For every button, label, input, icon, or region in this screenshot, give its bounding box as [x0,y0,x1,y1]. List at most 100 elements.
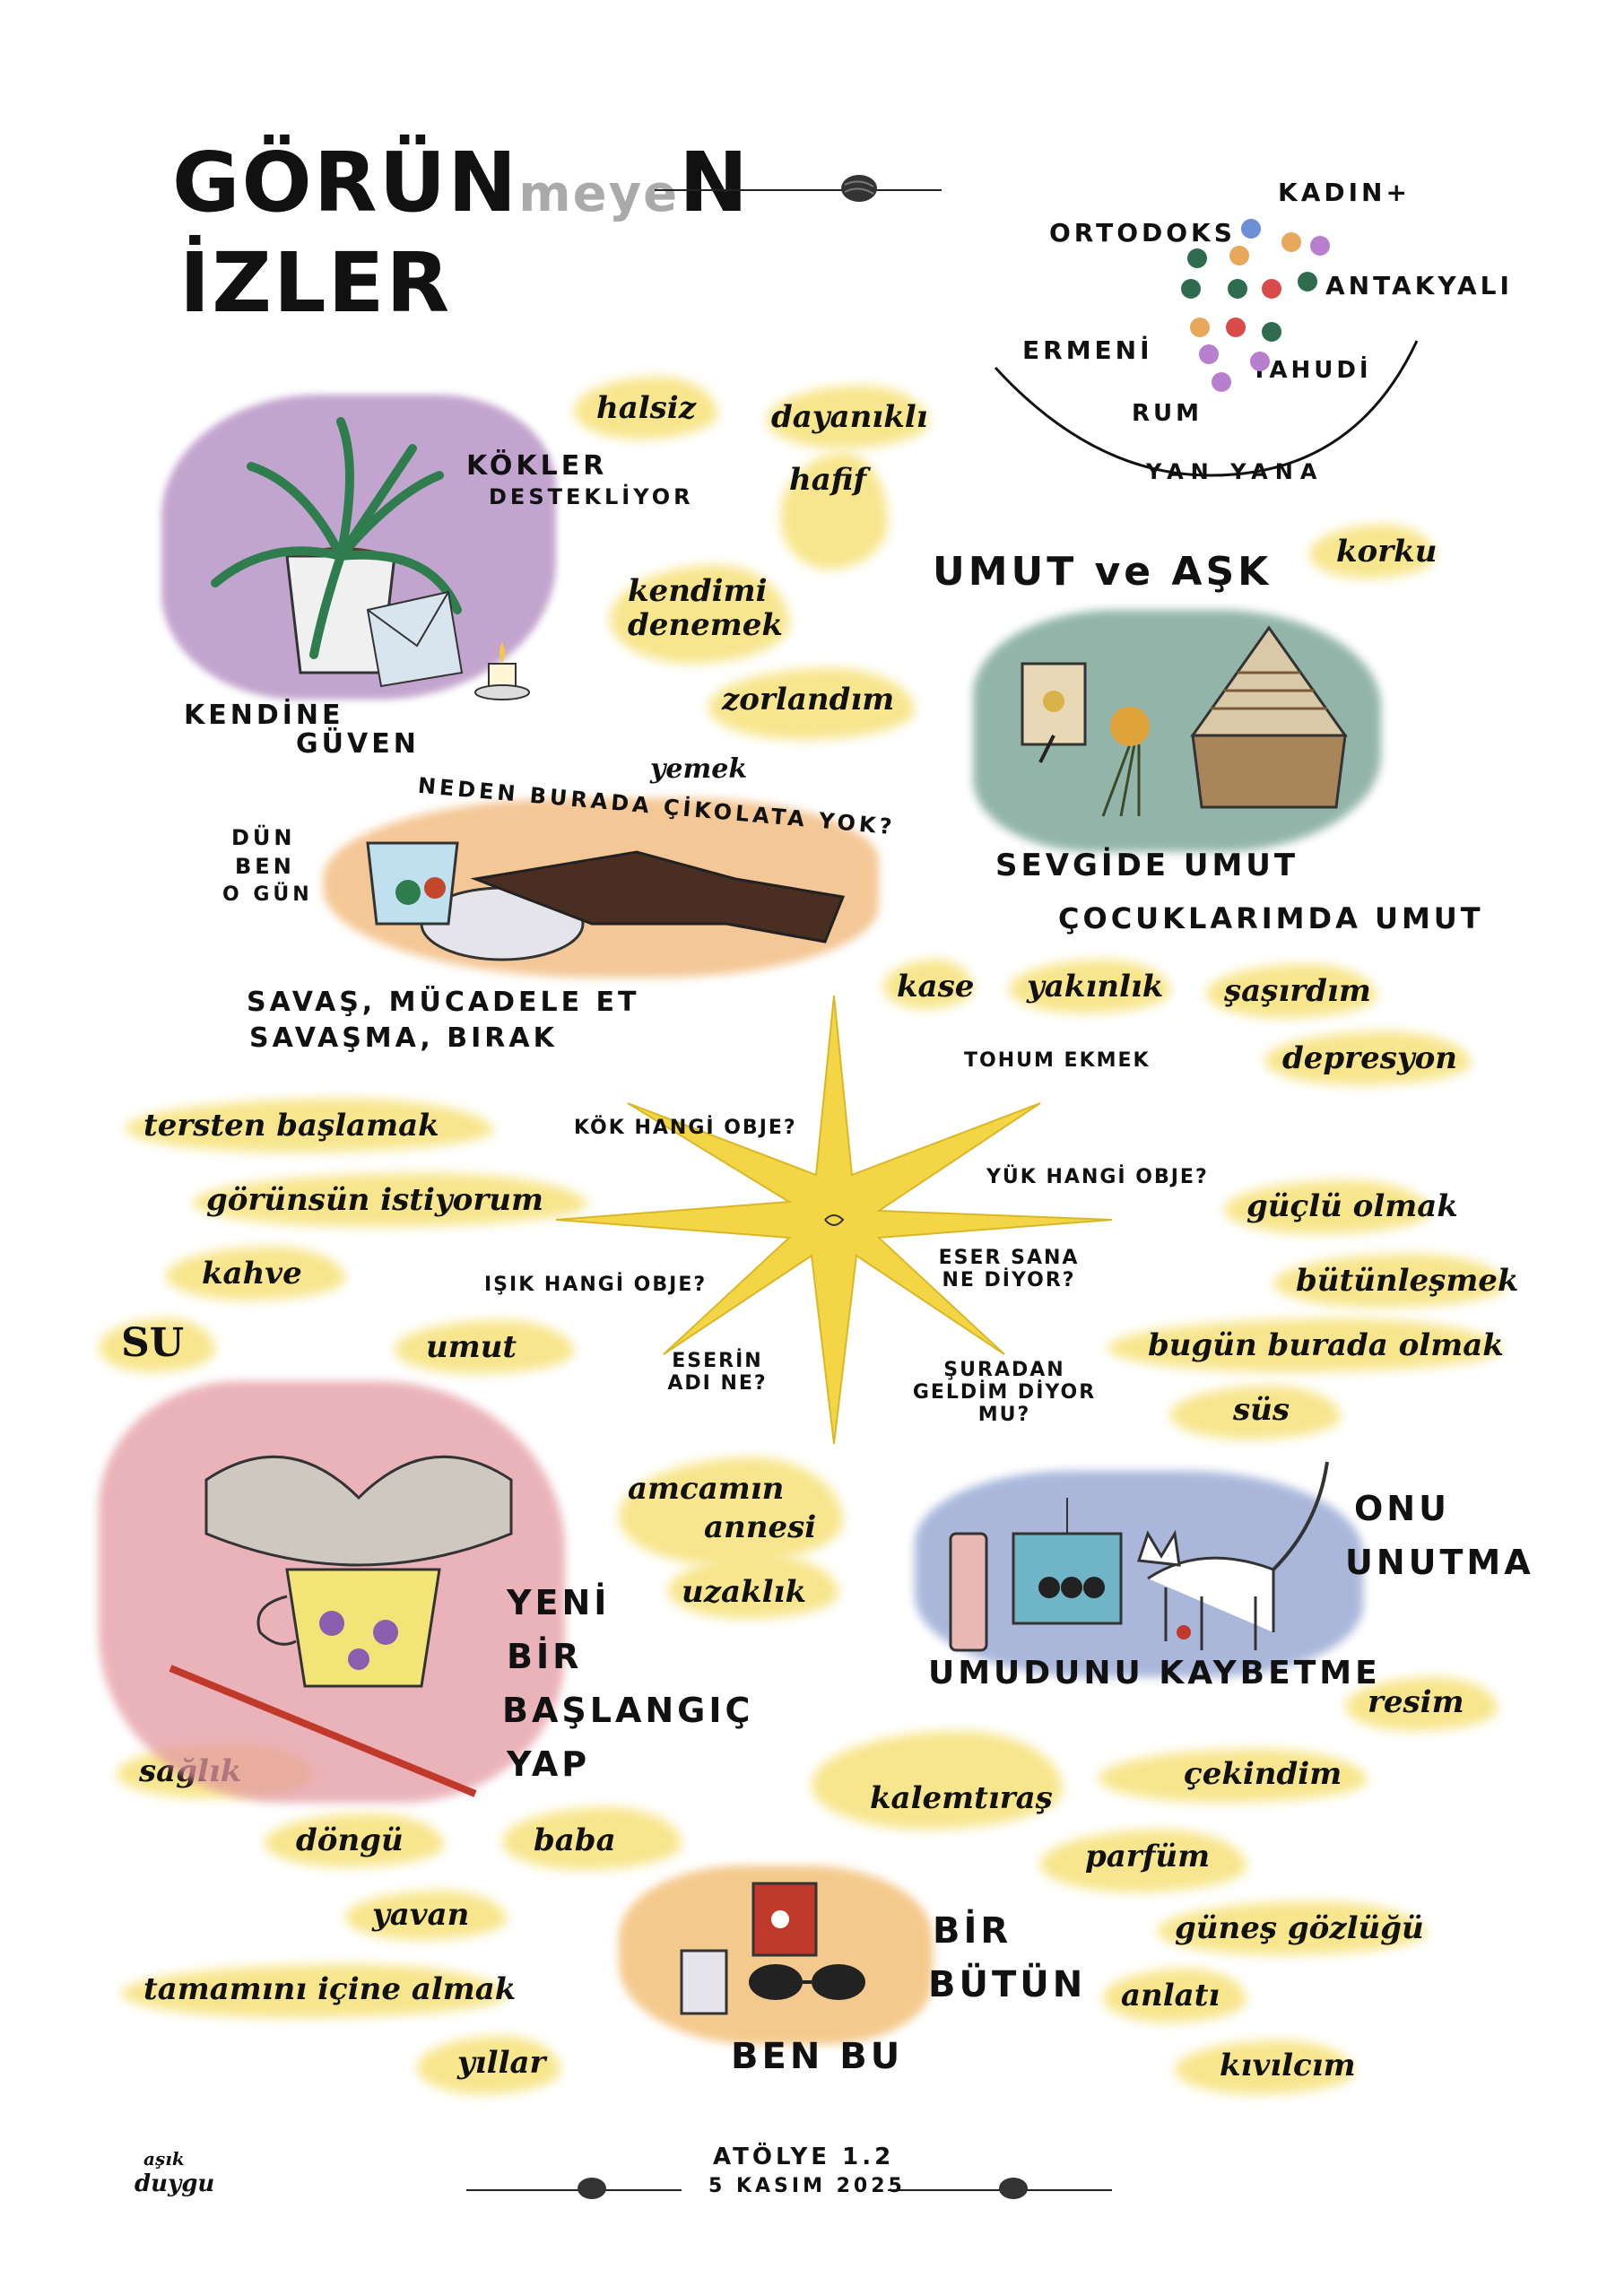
plant-illustration [211,417,530,700]
signature-1: aşık [143,2148,185,2170]
plant-label-kendine: KENDİNE [184,700,344,731]
hope-line2: ÇOCUKLARIMDA UMUT [1058,901,1484,935]
word-cekindim: çekindim [1184,1756,1342,1792]
word-yillar: yıllar [457,2045,546,2081]
central-star [555,995,1113,1445]
title-part2: meye [518,165,680,223]
objects-bottom: BEN BU [731,2036,904,2077]
blob [1103,1969,1247,2022]
cat-bg [915,1471,1363,1677]
word-hafif: hafif [789,462,867,498]
blob [1157,1901,1426,1955]
objects-illustration [680,1882,865,2015]
blob [265,1813,444,1867]
word-uzaklik: uzaklık [682,1574,807,1610]
word-bugun-burada-olmak: bugün burada olmak [1148,1327,1504,1363]
word-gunes-gozlugu: güneş gözlüğü [1175,1910,1424,1946]
word-korku: korku [1336,534,1438,570]
blob [708,668,915,740]
word-kahve: kahve [202,1256,302,1292]
objects-l2: BÜTÜN [928,1964,1087,2005]
blob [1345,1677,1498,1731]
hope-line1: SEVGİDE UMUT [995,848,1299,883]
blob [166,1247,345,1300]
blob [1273,1254,1507,1308]
page-title: GÖRÜNmeyeN [172,135,750,230]
blob [1224,1180,1430,1234]
word-parfum: parfüm [1085,1839,1211,1874]
label-antakyali: ANTAKYALI [1325,271,1513,300]
cat-bottom: UMUDUNU KAYBETME [928,1655,1381,1692]
word-halsiz: halsiz [596,390,697,426]
title-divider [655,175,942,202]
blob [121,1964,507,2018]
cup-illustration [169,1455,513,1797]
word-yakinlik: yakınlık [1027,969,1164,1004]
word-annesi: annesi [704,1509,817,1545]
knife-side-dun: DÜN [231,825,296,850]
plant-label-kokler: KÖKLER [466,450,608,482]
knife-bottom-2: SAVAŞMA, BIRAK [249,1022,558,1054]
blob [1264,1031,1471,1085]
q-eser: ESER SANA NE DİYOR? [938,1247,1080,1292]
knife-illustration [366,841,846,961]
knife-side-ogun: O GÜN [222,883,313,906]
blob [1108,1318,1502,1372]
cat-l2: UNUTMA [1345,1543,1534,1582]
cup-l1: YENİ [507,1583,611,1622]
blob [126,1099,493,1152]
blob [610,565,789,664]
word-depresyon: depresyon [1282,1040,1458,1076]
blob [1099,1749,1368,1803]
q-kok: KÖK HANGİ OBJE? [574,1117,797,1139]
label-ermeni: ERMENİ [1022,335,1153,365]
hope-illustration [1021,625,1348,817]
plant-label-guven: GÜVEN [296,728,420,760]
label-yahudi: YAHUDİ [1251,357,1372,384]
blob [574,377,717,439]
q-isik: IŞIK HANGİ OBJE? [484,1274,708,1296]
label-kadin: KADIN+ [1278,178,1411,207]
word-kase: kase [897,969,975,1004]
blob [417,2036,560,2094]
word-anlati: anlatı [1121,1978,1220,2013]
blob [1175,2040,1354,2094]
objects-l1: BİR [933,1910,1012,1952]
blob [883,960,973,1009]
plant-label-destekliyor: DESTEKLİYOR [489,484,694,509]
blob [345,1891,507,1940]
blob [193,1173,587,1227]
blob [619,1457,843,1565]
title-part1: GÖRÜN [172,135,519,230]
hope-title: UMUT ve AŞK [933,549,1273,595]
word-guclu-olmak: güçlü olmak [1247,1188,1458,1224]
knife-bottom-1: SAVAŞ, MÜCADELE ET [247,987,640,1018]
word-su: SU [121,1320,185,1366]
q-eserin-adi: ESERİN ADI NE? [667,1350,768,1395]
knife-side-ben: BEN [235,854,295,879]
blob [668,1556,838,1619]
blob [767,386,928,448]
label-ortodoks: ORTODOKS [1049,218,1236,248]
word-resim: resim [1368,1684,1464,1720]
blob [1309,525,1435,578]
word-baba: baba [534,1822,616,1858]
title-part3: N [679,135,751,230]
label-yan-yana: YAN YANA [1146,459,1325,484]
word-kendimi-denemek: kendimi denemek [628,573,783,643]
blob [1170,1386,1341,1439]
cat-illustration [949,1461,1329,1652]
footer-divider [466,2178,1112,2199]
blob [395,1320,574,1374]
blob [1206,964,1377,1018]
cup-l2: BİR [507,1637,583,1676]
word-kalemtras: kalemtıraş [870,1780,1053,1816]
word-amcamin: amcamın [628,1471,785,1507]
word-butunlesmek: bütünleşmek [1296,1263,1519,1299]
cup-l3: BAŞLANGIÇ [502,1691,754,1730]
cat-l1: ONU [1354,1489,1450,1528]
blob [812,1731,1063,1830]
q-suradan: ŞURADAN GELDİM DİYOR MU? [912,1359,1097,1426]
cup-l4: YAP [507,1744,591,1784]
word-kivilcim: kıvılcım [1220,2048,1356,2083]
